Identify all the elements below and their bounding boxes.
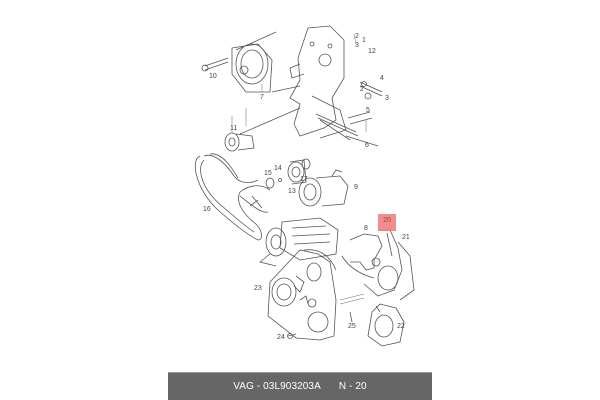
callout-labels: 2 3 1 12 10 7 2 4 3 5 6 11 14 15 17 13 9…: [203, 33, 410, 341]
svg-text:12: 12: [368, 48, 376, 55]
parts-diagram: 2 3 1 12 10 7 2 4 3 5 6 11 14 15 17 13 9…: [194, 25, 415, 347]
svg-text:22: 22: [397, 323, 405, 330]
svg-text:23: 23: [254, 285, 262, 292]
svg-text:9: 9: [354, 184, 358, 191]
exploded-view-drawing: 2 3 1 12 10 7 2 4 3 5 6 11 14 15 17 13 9…: [194, 25, 415, 347]
steering-pump-drawing: [298, 169, 349, 207]
svg-text:11: 11: [230, 125, 237, 132]
svg-text:6: 6: [365, 142, 369, 149]
svg-text:4: 4: [380, 75, 384, 82]
lower-timing-cover-drawing: [267, 249, 337, 341]
svg-text:21: 21: [402, 234, 410, 241]
svg-text:2: 2: [360, 86, 364, 93]
svg-text:16: 16: [203, 206, 211, 213]
part-info-bar: VAG - 03L903203A N - 20: [168, 372, 432, 400]
svg-text:5: 5: [366, 107, 370, 114]
part-number-label: VAG - 03L903203A: [233, 381, 321, 392]
highlighted-callout-20[interactable]: 20: [378, 214, 396, 231]
svg-text:14: 14: [274, 165, 282, 172]
svg-text:13: 13: [288, 188, 296, 195]
alternator-drawing: [231, 31, 301, 93]
svg-text:1: 1: [362, 37, 366, 44]
svg-text:7: 7: [260, 94, 264, 101]
svg-text:24: 24: [277, 334, 285, 341]
position-label: N - 20: [338, 381, 367, 392]
svg-text:15: 15: [264, 170, 272, 177]
svg-text:3: 3: [385, 95, 389, 102]
svg-text:25: 25: [348, 323, 356, 330]
bracket-drawing: [289, 25, 379, 147]
tensioner-pulley-drawing: [265, 158, 311, 189]
svg-text:3: 3: [355, 42, 359, 49]
svg-text:2: 2: [355, 33, 359, 40]
ribbed-belt-drawing: [194, 153, 271, 241]
upper-timing-cover-drawing: [341, 229, 415, 301]
idler-pulley-drawing: [224, 107, 301, 152]
svg-text:8: 8: [364, 225, 368, 232]
svg-text:10: 10: [209, 73, 217, 80]
rear-timing-cover-drawing: [367, 303, 405, 347]
ac-compressor-drawing: [259, 217, 339, 267]
svg-text:17: 17: [300, 176, 308, 183]
